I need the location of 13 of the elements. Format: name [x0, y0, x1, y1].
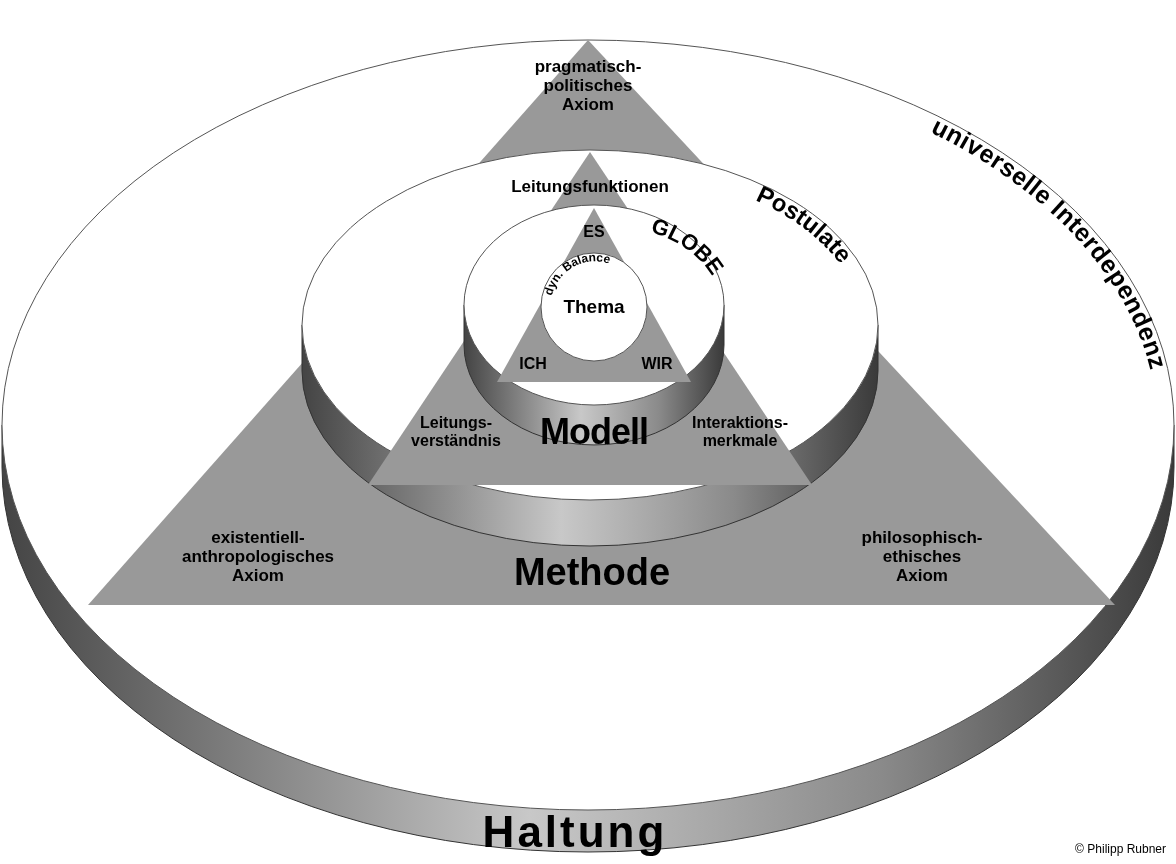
label: existentiell- anthropologisches Axiom [181, 528, 335, 586]
label: Modell [540, 411, 648, 453]
label: Leitungs- verständnis [411, 414, 501, 450]
label: Leitungsfunktionen [511, 177, 669, 197]
label: Methode [513, 550, 671, 594]
label: ICH [519, 355, 547, 373]
label: philosophisch- ethisches Axiom [861, 528, 983, 586]
label: Haltung [482, 807, 668, 857]
copyright-note: © Philipp Rubner [1075, 842, 1166, 856]
label: pragmatisch- politisches Axiom [534, 57, 642, 115]
label: Thema [563, 296, 625, 318]
label: WIR [641, 355, 673, 373]
label: ES [583, 223, 605, 241]
